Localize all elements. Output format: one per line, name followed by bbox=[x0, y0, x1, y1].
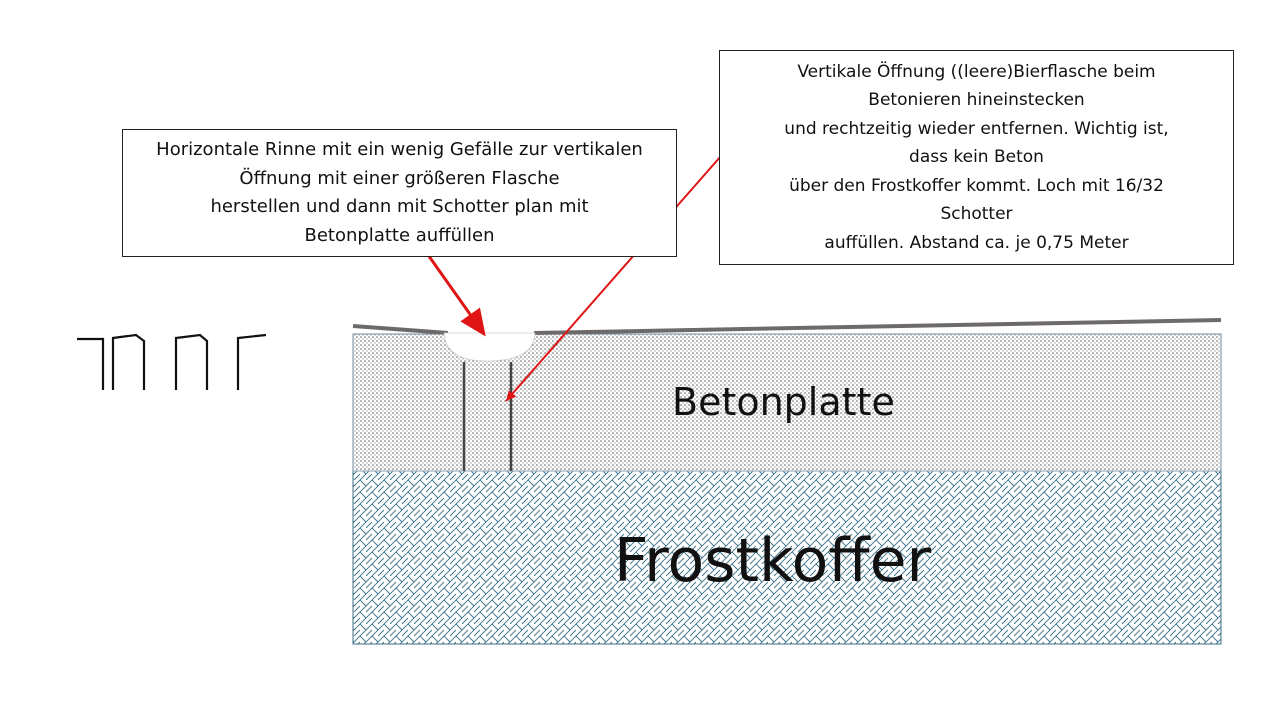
callout-horizontal-channel: Horizontale Rinne mit ein wenig Gefälle … bbox=[122, 129, 677, 257]
callout-line: Öffnung mit einer größeren Flasche bbox=[239, 167, 560, 189]
callout-line: Schotter bbox=[940, 204, 1013, 225]
callout-line: Vertikale Öffnung ((leere)Bierflasche be… bbox=[797, 61, 1156, 82]
callout-vertical-opening: Vertikale Öffnung ((leere)Bierflasche be… bbox=[719, 50, 1234, 265]
callout-line: herstellen und dann mit Schotter plan mi… bbox=[210, 196, 589, 217]
frostkoffer-layer bbox=[352, 470, 1222, 645]
callout-line: über den Frostkoffer kommt. Loch mit 16/… bbox=[789, 175, 1164, 196]
slope-line-left bbox=[352, 324, 449, 335]
callout-line: Betonieren hineinstecken bbox=[868, 90, 1085, 111]
slope-line-right bbox=[533, 318, 1222, 335]
callout-line: dass kein Beton bbox=[909, 147, 1044, 168]
betonplatte-label: Betonplatte bbox=[672, 380, 895, 424]
frostkoffer-label: Frostkoffer bbox=[614, 526, 932, 596]
callout-line: Horizontale Rinne mit ein wenig Gefälle … bbox=[156, 139, 643, 160]
callout-line: Betonplatte auffüllen bbox=[304, 224, 495, 246]
callout-line: und rechtzeitig wieder entfernen. Wichti… bbox=[784, 118, 1169, 139]
callout-line: auffüllen. Abstand ca. je 0,75 Meter bbox=[824, 232, 1129, 253]
horizontal-channel bbox=[443, 332, 536, 362]
side-sketch bbox=[77, 333, 267, 390]
arrow-to-vertical-opening bbox=[505, 155, 722, 402]
